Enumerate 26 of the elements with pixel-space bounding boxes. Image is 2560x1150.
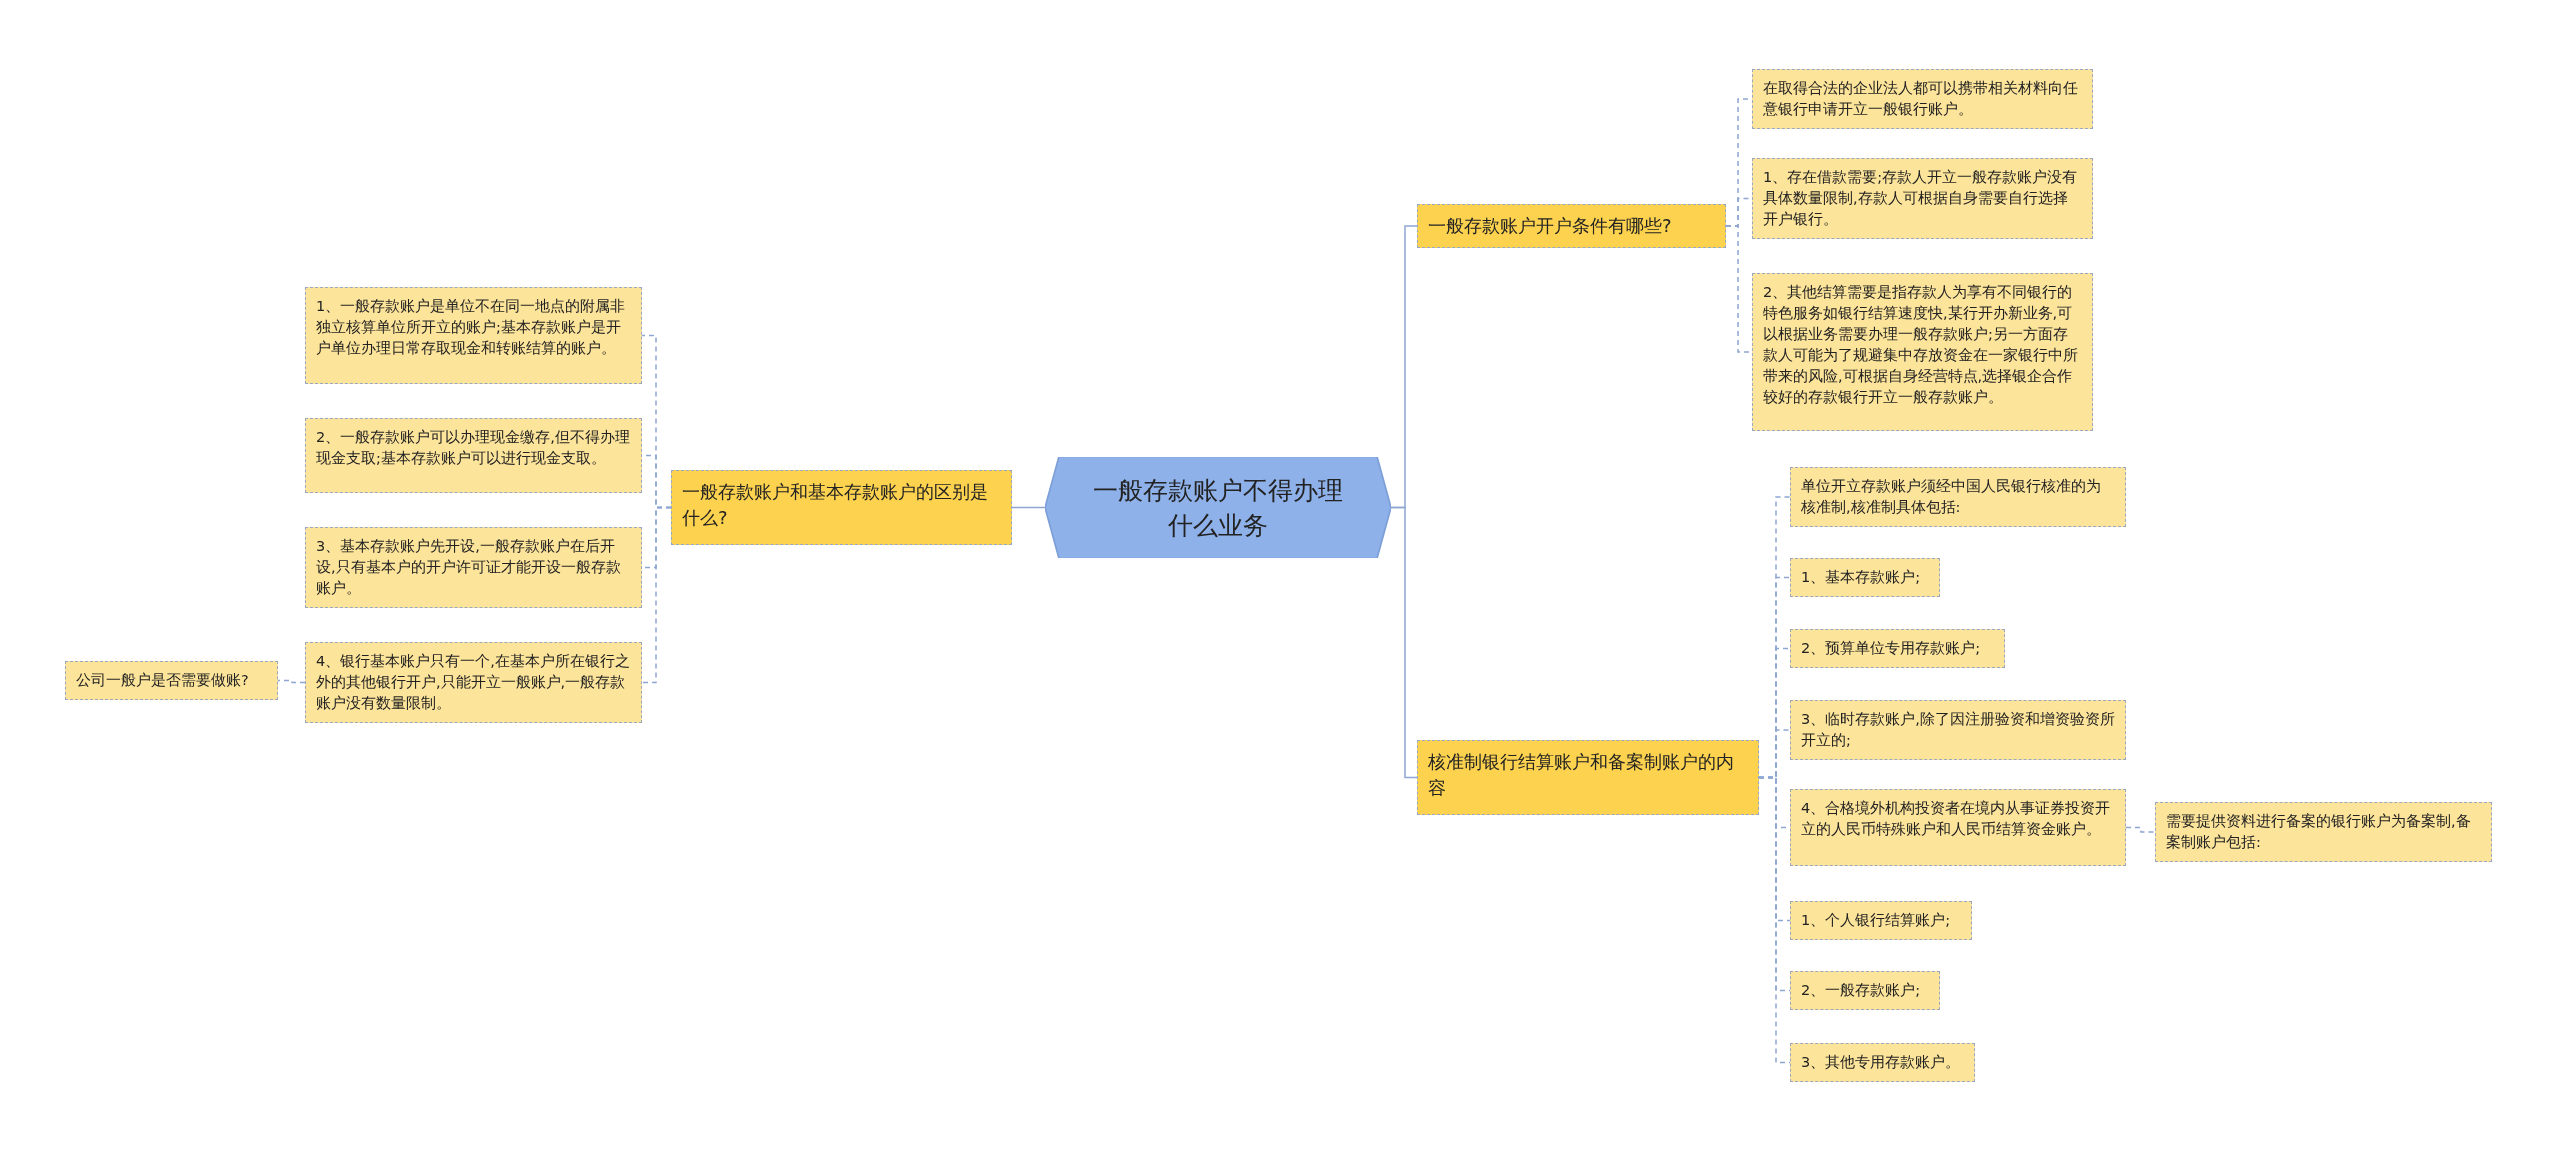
central-topic-hexagon: 一般存款账户不得办理什么业务 — [1045, 457, 1391, 558]
note-box: 2、预算单位专用存款账户; — [1790, 629, 2005, 668]
note-box: 2、其他结算需要是指存款人为享有不同银行的特色服务如银行结算速度快,某行开办新业务,可以根据业务需要办理一般存款账户;另一方面存款人可能为了规避集中存放资金在一家银行中所带来的风险,可根据自身经营特点,选择银企合作较好的存款银行开立一般存款账户。 — [1752, 273, 2093, 431]
connector-line — [277, 679, 306, 684]
note-box: 4、银行基本账户只有一个,在基本户所在银行之外的其他银行开户,只能开立一般账户,一般存款账户没有数量限制。 — [305, 642, 642, 724]
topic-box: 一般存款账户开户条件有哪些? — [1417, 204, 1726, 249]
note-box: 需要提供资料进行备案的银行账户为备案制,备案制账户包括: — [2155, 802, 2492, 863]
note-box: 3、基本存款账户先开设,一般存款账户在后开设,只有基本户的开户许可证才能开设一般存款账户。 — [305, 527, 642, 609]
note-box: 3、临时存款账户,除了因注册验资和增资验资所开立的; — [1790, 700, 2126, 761]
connector-line — [1011, 506, 1046, 509]
connector-line — [2125, 826, 2156, 833]
note-box: 在取得合法的企业法人都可以携带相关材料向任意银行申请开立一般银行账户。 — [1752, 69, 2093, 130]
note-box: 4、合格境外机构投资者在境内从事证券投资开立的人民币特殊账户和人民币结算资金账户。 — [1790, 789, 2126, 866]
note-box: 3、其他专用存款账户。 — [1790, 1043, 1975, 1082]
topic-box: 核准制银行结算账户和备案制账户的内容 — [1417, 740, 1759, 815]
note-box: 公司一般户是否需要做账? — [65, 661, 278, 700]
note-box: 单位开立存款账户须经中国人民银行核准的为核准制,核准制具体包括: — [1790, 467, 2126, 528]
note-box: 1、个人银行结算账户; — [1790, 901, 1972, 940]
note-box: 2、一般存款账户; — [1790, 971, 1940, 1010]
topic-box: 一般存款账户和基本存款账户的区别是什么? — [671, 470, 1012, 545]
note-box: 1、一般存款账户是单位不在同一地点的附属非独立核算单位所开立的账户;基本存款账户是开户单位办理日常存取现金和转账结算的账户。 — [305, 287, 642, 384]
note-box: 1、基本存款账户; — [1790, 558, 1940, 597]
connector-line — [641, 506, 672, 684]
note-box: 2、一般存款账户可以办理现金缴存,但不得办理现金支取;基本存款账户可以进行现金支取。 — [305, 418, 642, 493]
note-box: 1、存在借款需要;存款人开立一般存款账户没有具体数量限制,存款人可根据自身需要自行选择开户银行。 — [1752, 158, 2093, 240]
connector-line — [1390, 506, 1418, 779]
